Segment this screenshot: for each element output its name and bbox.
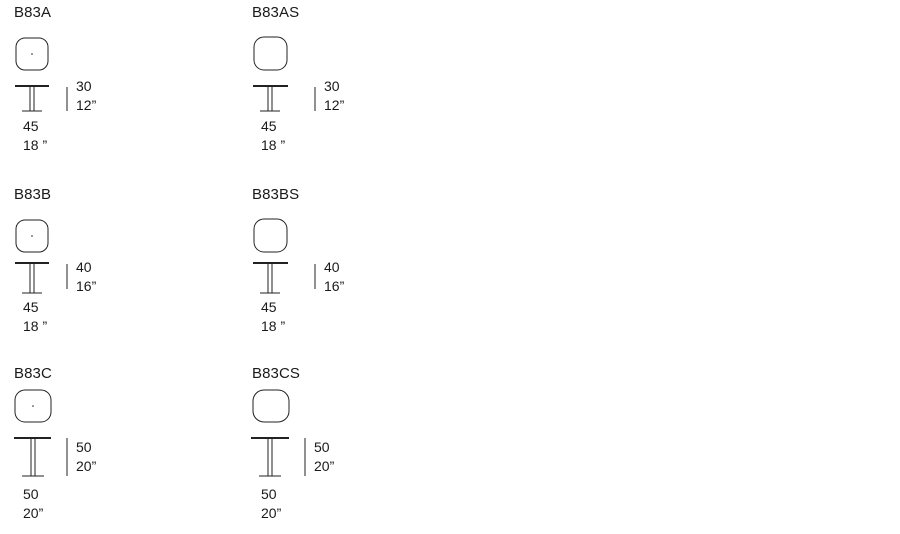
product-code: B83BS (252, 186, 300, 203)
width-dimension: 45 18 ” (261, 298, 285, 336)
width-in: 18 ” (23, 137, 48, 153)
product-B83B: B83B 40 16” 45 18 ” (14, 186, 214, 346)
width-in: 18 ” (261, 318, 286, 334)
center-dot (32, 405, 34, 407)
height-cm: 40 (76, 259, 92, 275)
width-dimension: 50 20” (261, 485, 281, 523)
height-dimension: 40 16” (76, 258, 96, 296)
height-cm: 50 (76, 439, 92, 455)
height-dimension: 30 12” (76, 77, 96, 115)
width-dimension: 50 20” (23, 485, 43, 523)
width-cm: 45 (23, 299, 39, 315)
height-in: 16” (76, 278, 97, 294)
height-cm: 50 (314, 439, 330, 455)
height-dimension: 50 20” (76, 438, 96, 476)
table-drawing (251, 389, 306, 477)
product-B83AS: B83AS 30 12” 45 18 ” (252, 4, 452, 164)
width-cm: 50 (23, 486, 39, 502)
table-top-view (253, 36, 288, 71)
product-code: B83AS (252, 4, 300, 21)
product-B83BS: B83BS 40 16” 45 18 ” (252, 186, 452, 346)
width-dimension: 45 18 ” (261, 117, 285, 155)
product-B83C: B83C 50 20” 50 20” (14, 365, 214, 525)
width-in: 18 ” (23, 318, 48, 334)
width-dimension: 45 18 ” (23, 298, 47, 336)
table-top-view (14, 389, 52, 423)
width-in: 20” (23, 505, 44, 521)
width-cm: 45 (261, 299, 277, 315)
table-top-view (252, 389, 290, 423)
width-cm: 45 (23, 118, 39, 134)
table-top-view (15, 37, 49, 71)
height-in: 20” (76, 458, 97, 474)
height-in: 16” (324, 278, 345, 294)
height-dimension: 30 12” (324, 77, 344, 115)
height-cm: 40 (324, 259, 340, 275)
table-drawing (253, 218, 316, 294)
table-top-view (15, 219, 49, 253)
height-dimension: 50 20” (314, 438, 334, 476)
center-dot (31, 235, 33, 237)
width-cm: 50 (261, 486, 277, 502)
product-B83A: B83A 30 12” 45 18 ” (14, 4, 214, 164)
width-in: 18 ” (261, 137, 286, 153)
product-code: B83B (14, 186, 52, 203)
width-in: 20” (261, 505, 282, 521)
product-code: B83CS (252, 365, 301, 382)
center-dot (31, 53, 33, 55)
table-drawing (14, 389, 68, 477)
table-top-view (253, 218, 288, 253)
height-cm: 30 (76, 78, 92, 94)
width-cm: 45 (261, 118, 277, 134)
table-drawing (15, 37, 68, 112)
table-drawing (15, 219, 68, 294)
height-cm: 30 (324, 78, 340, 94)
product-B83CS: B83CS 50 20” 50 20” (251, 365, 452, 525)
width-dimension: 45 18 ” (23, 117, 47, 155)
height-in: 12” (76, 97, 97, 113)
product-code: B83C (14, 365, 52, 382)
height-in: 12” (324, 97, 345, 113)
height-in: 20” (314, 458, 335, 474)
table-drawing (253, 36, 316, 112)
product-code: B83A (14, 4, 52, 21)
height-dimension: 40 16” (324, 258, 344, 296)
